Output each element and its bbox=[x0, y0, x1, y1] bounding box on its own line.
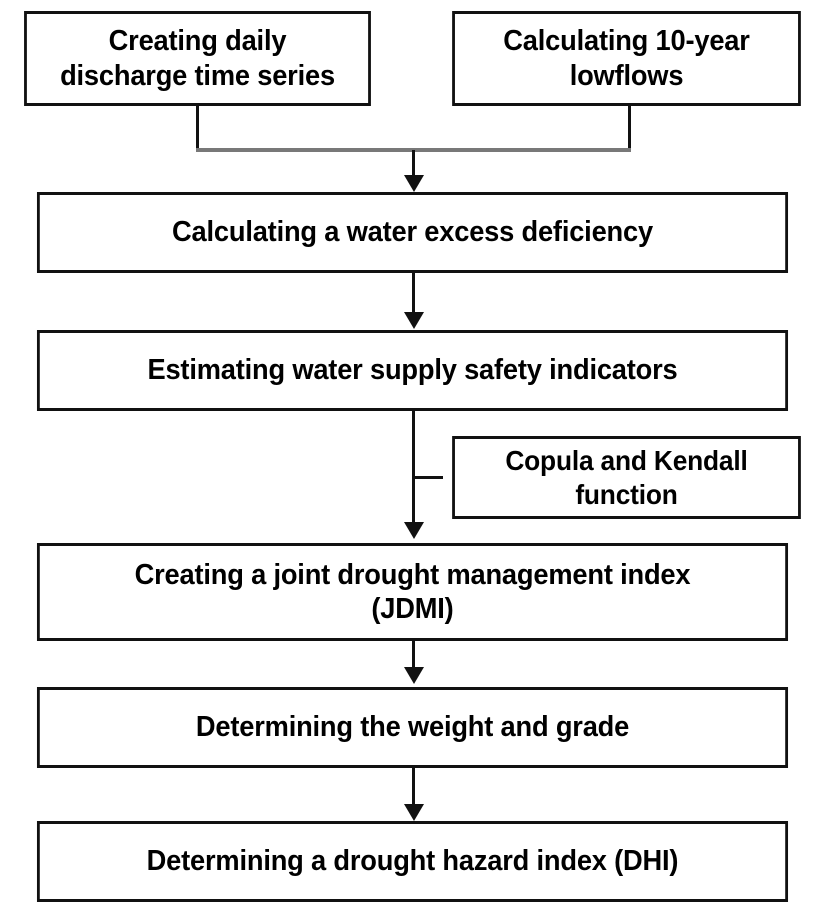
connector-copula-branch bbox=[412, 476, 443, 479]
arrow-water-supply-to-jdmi-head bbox=[404, 522, 424, 539]
arrow-merge-to-water-excess-head bbox=[404, 175, 424, 192]
arrow-water-excess-to-water-supply-stem bbox=[412, 273, 415, 315]
connector-lowflows-stem bbox=[628, 106, 631, 151]
flow-node-lowflows: Calculating 10-year lowflows bbox=[452, 11, 801, 106]
flow-node-water-supply-safety-indicators-label: Estimating water supply safety indicator… bbox=[147, 354, 678, 387]
arrow-jdmi-to-weight-grade-stem bbox=[412, 641, 415, 670]
arrow-water-supply-to-jdmi-stem bbox=[412, 411, 415, 524]
flow-node-drought-hazard-index: Determining a drought hazard index (DHI) bbox=[36, 821, 789, 902]
flow-node-copula-kendall-function: Copula and Kendall function bbox=[452, 436, 801, 519]
flow-node-copula-kendall-function-label: Copula and Kendall function bbox=[505, 445, 748, 510]
flow-node-drought-hazard-index-label: Determining a drought hazard index (DHI) bbox=[146, 845, 679, 878]
flow-node-water-supply-safety-indicators: Estimating water supply safety indicator… bbox=[36, 330, 789, 411]
flow-node-daily-discharge: Creating daily discharge time series bbox=[24, 11, 371, 106]
flow-node-joint-drought-management-index: Creating a joint drought management inde… bbox=[36, 543, 789, 641]
arrow-water-excess-to-water-supply-head bbox=[404, 312, 424, 329]
flow-node-lowflows-label: Calculating 10-year lowflows bbox=[503, 25, 750, 92]
flow-node-water-excess-deficiency: Calculating a water excess deficiency bbox=[36, 192, 789, 273]
arrow-merge-to-water-excess-stem bbox=[412, 150, 415, 178]
flow-node-weight-and-grade: Determining the weight and grade bbox=[36, 687, 789, 768]
flow-node-water-excess-deficiency-label: Calculating a water excess deficiency bbox=[172, 216, 653, 249]
arrow-weight-grade-to-dhi-stem bbox=[412, 768, 415, 807]
flow-node-daily-discharge-label: Creating daily discharge time series bbox=[60, 25, 335, 92]
connector-daily-discharge-stem bbox=[196, 106, 199, 151]
flow-node-weight-and-grade-label: Determining the weight and grade bbox=[195, 711, 630, 744]
flow-node-joint-drought-management-index-label: Creating a joint drought management inde… bbox=[134, 558, 691, 625]
arrow-weight-grade-to-dhi-head bbox=[404, 804, 424, 821]
arrow-jdmi-to-weight-grade-head bbox=[404, 667, 424, 684]
